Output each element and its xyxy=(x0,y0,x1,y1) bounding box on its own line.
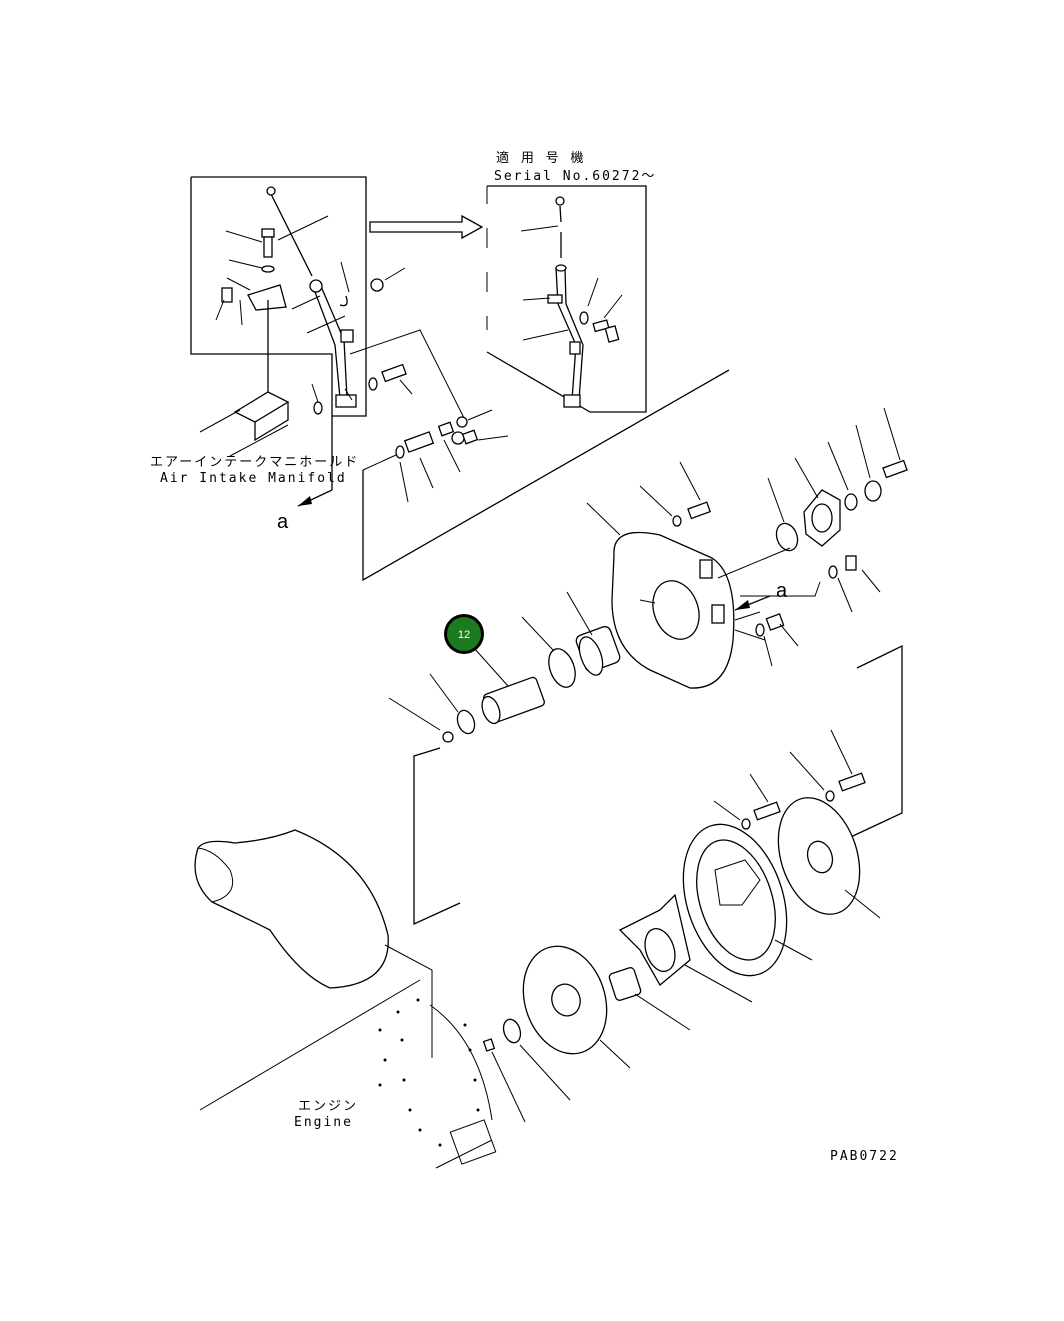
applicable-serial-jp: 適 用 号 機 xyxy=(496,150,585,166)
flange-parts xyxy=(639,407,908,667)
engine-outline xyxy=(194,829,497,1169)
serial-number-label: Serial No.60272〜 xyxy=(494,169,656,184)
right-assembly-outline xyxy=(839,644,903,843)
coupling-stack xyxy=(482,729,881,1123)
upper-assembly-outline xyxy=(362,369,730,582)
air-intake-manifold-label: Air Intake Manifold xyxy=(160,471,347,486)
engine-label: Engine xyxy=(294,1115,353,1130)
serial-detail-box xyxy=(486,185,647,413)
fittings-group xyxy=(349,267,509,503)
reference-a-right: a xyxy=(776,580,788,602)
drawing-code: PAB0722 xyxy=(830,1149,899,1164)
reference-a-left: a xyxy=(277,511,289,533)
flywheel-housing xyxy=(586,502,735,689)
callout-12-badge[interactable]: 12 xyxy=(444,614,484,654)
lower-assembly-outline xyxy=(413,747,461,926)
shaft-parts xyxy=(388,591,621,743)
dipstick-detail-box xyxy=(190,176,367,457)
arrow-to-serial-box xyxy=(369,214,484,240)
air-intake-manifold-jp: エアーインテークマニホールド xyxy=(150,455,359,470)
engine-jp-label: エンジン xyxy=(298,1099,358,1114)
callout-12-number: 12 xyxy=(458,629,470,641)
